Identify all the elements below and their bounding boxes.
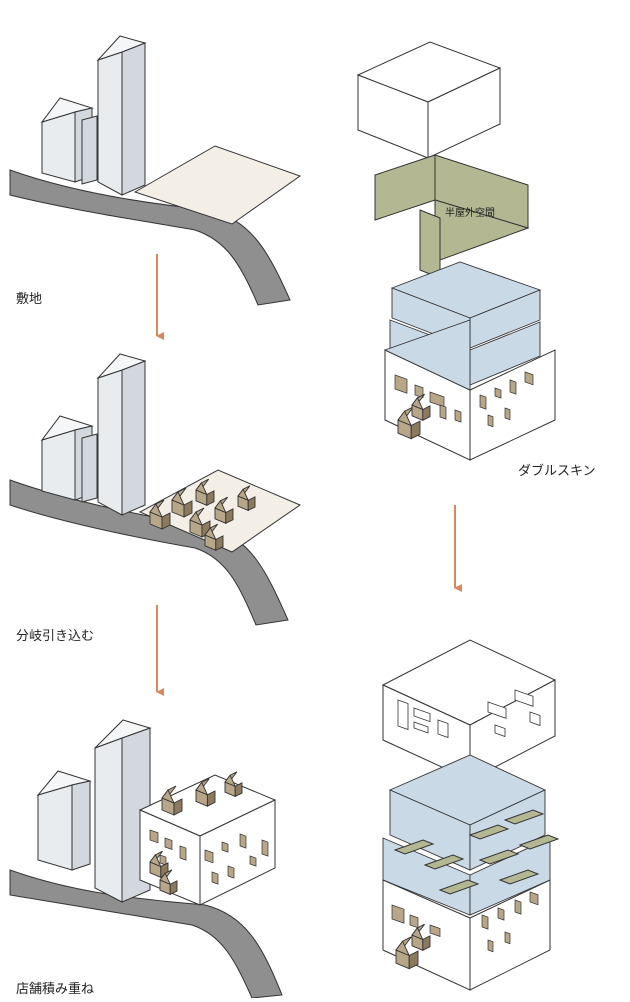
window	[397, 699, 409, 731]
window	[504, 407, 511, 421]
window	[391, 904, 405, 924]
window	[494, 724, 506, 738]
window	[487, 414, 494, 428]
road	[9, 869, 283, 999]
small-houses	[149, 478, 256, 552]
window	[159, 854, 167, 866]
window	[227, 865, 235, 879]
small-house	[411, 393, 431, 422]
tower-building	[96, 35, 147, 196]
small-house	[411, 923, 431, 952]
green-slab	[423, 854, 465, 870]
upper-white-volume	[381, 639, 557, 781]
small-house	[161, 785, 183, 816]
green-slab	[438, 879, 480, 895]
window	[529, 711, 541, 727]
small-house	[204, 523, 224, 552]
facade-windows	[391, 891, 539, 970]
window	[504, 931, 511, 945]
small-house	[397, 406, 421, 440]
stack-step-illustration	[9, 719, 283, 999]
site-label: 敷地	[16, 292, 43, 307]
window	[249, 855, 257, 867]
small-house	[195, 478, 215, 507]
small-house	[395, 936, 419, 970]
neighbor-buildings	[40, 97, 98, 185]
tower-building	[96, 353, 147, 516]
window	[164, 837, 173, 850]
window	[429, 924, 441, 937]
semi-outdoor-label: 半屋外空間	[445, 206, 495, 219]
window	[204, 849, 214, 864]
double-skin-illustration: 半屋外空間	[356, 41, 556, 461]
window	[221, 841, 229, 853]
green-slab	[393, 839, 435, 855]
window	[487, 701, 507, 719]
window	[261, 839, 269, 857]
window	[494, 387, 502, 399]
road	[9, 169, 291, 306]
stack-label: 店舗積み重ね	[16, 982, 95, 997]
neighbor-buildings	[36, 770, 92, 871]
window	[149, 829, 159, 844]
window	[497, 907, 505, 921]
small-house	[237, 485, 256, 512]
green-slab	[478, 849, 520, 865]
window	[394, 374, 408, 394]
window	[454, 409, 462, 423]
window	[179, 845, 187, 861]
stacked-shop-block	[138, 771, 277, 906]
green-slabs	[393, 809, 560, 895]
green-slab	[518, 834, 560, 850]
small-house	[159, 869, 178, 896]
site-step-illustration	[9, 35, 302, 306]
facade-windows	[397, 689, 541, 739]
window	[413, 721, 429, 734]
neighbor-buildings	[40, 415, 98, 503]
small-house	[189, 507, 211, 538]
window	[239, 833, 247, 849]
small-house	[149, 499, 171, 530]
window	[487, 939, 494, 953]
window	[529, 891, 539, 906]
shop-base-block	[383, 319, 556, 461]
green-slab	[498, 869, 540, 885]
small-house	[195, 778, 216, 807]
green-slab	[468, 824, 510, 840]
window	[439, 404, 447, 420]
window	[524, 371, 534, 386]
green-slab	[503, 809, 545, 825]
small-house	[171, 487, 193, 518]
small-house	[214, 496, 234, 525]
top-white-volume	[356, 41, 502, 159]
window	[509, 379, 517, 395]
branch-step-illustration	[9, 353, 302, 626]
empty-lot	[133, 145, 302, 225]
window	[481, 914, 489, 930]
final-composite-illustration	[381, 639, 560, 991]
window	[437, 719, 449, 739]
window	[413, 707, 431, 723]
semi-outdoor-space: 半屋外空間	[374, 154, 530, 279]
roof-houses	[149, 771, 243, 896]
facade-windows	[149, 829, 269, 885]
branch-label: 分岐引き込む	[16, 629, 95, 644]
window	[211, 871, 219, 885]
window	[414, 384, 424, 399]
window	[514, 689, 534, 707]
window	[479, 394, 487, 410]
window	[514, 899, 522, 915]
double-skin-label: ダブルスキン	[518, 464, 596, 479]
facade-windows	[394, 371, 534, 440]
road	[9, 479, 289, 626]
small-house	[224, 771, 243, 798]
shop-base-block	[382, 879, 551, 991]
